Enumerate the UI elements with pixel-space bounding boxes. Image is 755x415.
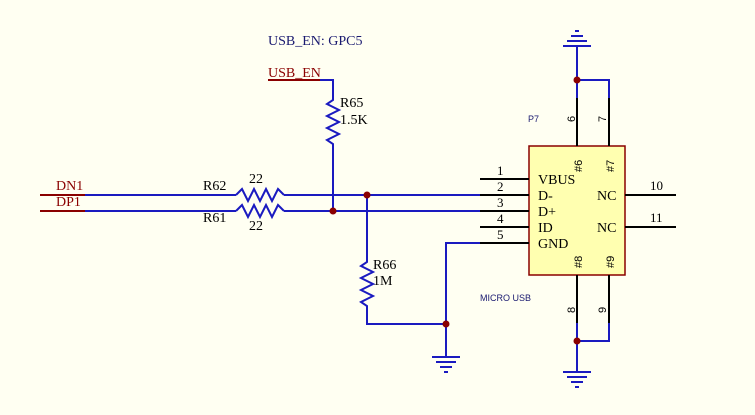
net-label-usb-en: USB_EN [268,66,321,81]
junction-dot-gnd [442,320,450,328]
r62-ref: R62 [203,179,226,194]
wire-gnd-pin [445,242,488,357]
ground-symbol-top [563,30,591,47]
pin-num-6: 6 [566,116,578,122]
r65-ref: R65 [340,96,363,111]
pin-num-7: 7 [597,116,609,122]
pin-num-2: 2 [497,179,504,194]
connector-body [528,145,626,276]
resistor-r62 [235,186,285,204]
junction-dot-bottom [573,337,581,345]
r65-value: 1.5K [340,113,368,128]
pin-num-8: 8 [566,307,578,313]
pin-num-9: 9 [597,307,609,313]
pin-name-id: ID [538,221,553,236]
net-label-dn1: DN1 [56,179,83,194]
ground-symbol-left [432,356,460,373]
pin-inner-9: #9 [605,256,617,268]
pin-name-gnd: GND [538,237,568,252]
pin-inner-8: #8 [573,256,585,268]
pin-name-nc-11: NC [597,221,616,236]
wire-usb-en [320,79,334,96]
wire-pins-8-9 [576,323,610,342]
connector-ref: P7 [528,114,539,124]
pin-name-nc-10: NC [597,189,616,204]
connector-part: MICRO USB [480,293,531,303]
pin-num-11: 11 [650,210,663,225]
r62-value: 22 [249,172,263,187]
pin-name-vbus: VBUS [538,173,575,188]
junction-dot-r65 [329,207,337,215]
junction-dot-top [573,76,581,84]
r61-ref: R61 [203,211,226,226]
pin-inner-6: #6 [573,160,585,172]
pin-num-5: 5 [497,227,504,242]
junction-dot-r66 [363,191,371,199]
pin-num-1: 1 [497,163,504,178]
pin-num-4: 4 [497,211,504,226]
pin-name-dminus: D- [538,189,553,204]
resistor-r66 [358,258,376,312]
resistor-r65 [324,96,342,149]
annotation-text: USB_EN: GPC5 [268,34,363,49]
r66-ref: R66 [373,258,396,273]
pin-num-3: 3 [497,195,504,210]
r61-value: 22 [249,219,263,234]
wire-pins-6-7 [576,79,610,98]
pin-inner-7: #7 [605,160,617,172]
pin-num-10: 10 [650,178,663,193]
net-label-dp1: DP1 [56,195,81,210]
wire-r66-gnd [366,312,446,325]
resistor-r61 [235,202,285,220]
r66-value: 1M [373,274,393,289]
ground-symbol-bottom [563,371,591,388]
pin-name-dplus: D+ [538,205,556,220]
